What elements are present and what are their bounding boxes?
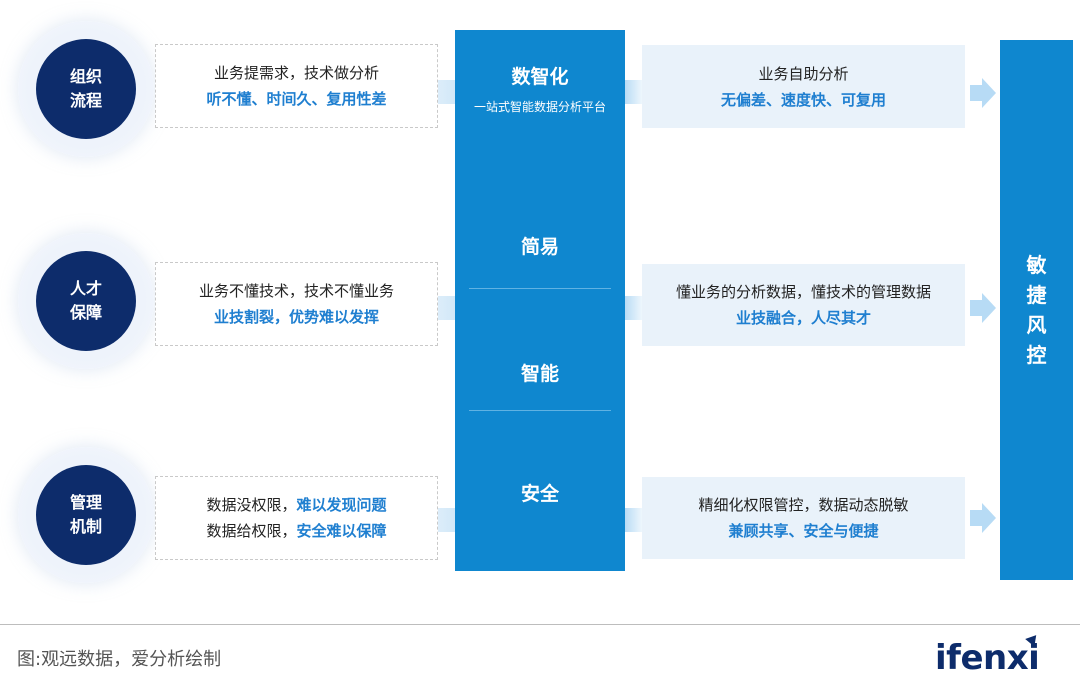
- text-line: 业务自助分析: [758, 61, 848, 87]
- center-subtitle: 一站式智能数据分析平台: [473, 100, 606, 114]
- problem-box: 业务不懂技术，技术不懂业务业技割裂，优势难以发挥: [155, 262, 438, 346]
- footer-divider: [0, 624, 1080, 625]
- circle-text: 组织: [69, 67, 102, 86]
- connector: [625, 296, 645, 320]
- circle-text: 管理: [69, 493, 102, 512]
- text-line: 兼顾共享、安全与便捷: [728, 518, 878, 544]
- right-column-char: 风: [1026, 313, 1047, 337]
- text-line: 听不懂、时间久、复用性差: [206, 86, 386, 112]
- highlight-text: 业技融合，人尽其才: [735, 309, 871, 327]
- body-text: 懂业务的分析数据，懂技术的管理数据: [675, 283, 931, 301]
- highlight-text: 听不懂、时间久、复用性差: [206, 90, 387, 108]
- benefit-box: 业务自助分析无偏差、速度快、可复用: [642, 45, 965, 128]
- center-item-secure: 安全: [520, 483, 559, 505]
- arrow-right-icon: [982, 503, 996, 533]
- problem-box: 业务提需求，技术做分析听不懂、时间久、复用性差: [155, 44, 438, 128]
- text-line: 业技融合，人尽其才: [736, 305, 871, 331]
- highlight-text: 安全难以保障: [296, 522, 387, 540]
- problem-box: 数据没权限，难以发现问题数据给权限，安全难以保障: [155, 476, 438, 560]
- connector: [625, 508, 645, 532]
- body-text: 数据给权限，: [206, 522, 297, 540]
- benefit-box: 精细化权限管控，数据动态脱敏兼顾共享、安全与便捷: [642, 477, 965, 559]
- circle-text: 人才: [69, 279, 102, 298]
- text-line: 业技割裂，优势难以发挥: [214, 304, 379, 330]
- text-line: 无偏差、速度快、可复用: [721, 87, 886, 113]
- connector: [625, 80, 645, 104]
- text-line: 数据没权限，难以发现问题: [206, 492, 386, 518]
- arrow-right-icon: [970, 85, 982, 101]
- body-text: 数据没权限，: [206, 496, 297, 514]
- body-text: 业务不懂技术，技术不懂业务: [198, 282, 394, 300]
- highlight-text: 业技割裂，优势难以发挥: [213, 308, 379, 326]
- circle-halo-mgmt: 管理 机制: [18, 447, 154, 583]
- text-line: 数据给权限，安全难以保障: [206, 518, 386, 544]
- center-platform-column: 数智化 一站式智能数据分析平台 简易 智能 安全: [455, 30, 625, 571]
- circle-org-process: 组织 流程: [36, 39, 136, 139]
- text-line: 懂业务的分析数据，懂技术的管理数据: [676, 279, 931, 305]
- right-column-char: 敏: [1026, 253, 1047, 277]
- arrow-right-icon: [970, 510, 982, 526]
- circle-text: 保障: [69, 303, 102, 322]
- circle-halo-talent: 人才 保障: [18, 233, 154, 369]
- right-column-char: 捷: [1026, 283, 1047, 307]
- body-text: 业务自助分析: [758, 64, 849, 83]
- center-item-simple: 简易: [520, 236, 559, 258]
- agile-risk-control-column: 敏 捷 风 控: [1000, 40, 1073, 580]
- circle-talent: 人才 保障: [36, 251, 136, 351]
- right-column-char: 控: [1026, 343, 1047, 367]
- arrow-right-icon: [970, 300, 982, 316]
- arrow-right-icon: [982, 78, 996, 108]
- center-item-smart: 智能: [520, 363, 559, 385]
- source-caption: 图:观远数据，爱分析绘制: [17, 649, 222, 670]
- highlight-text: 难以发现问题: [296, 496, 387, 514]
- highlight-text: 无偏差、速度快、可复用: [720, 90, 886, 109]
- divider: [469, 410, 611, 411]
- arrow-right-icon: [982, 293, 996, 323]
- benefit-box: 懂业务的分析数据，懂技术的管理数据业技融合，人尽其才: [642, 264, 965, 346]
- circle-text: 流程: [69, 91, 102, 110]
- text-line: 业务提需求，技术做分析: [214, 60, 379, 86]
- body-text: 业务提需求，技术做分析: [213, 64, 379, 82]
- text-line: 精细化权限管控，数据动态脱敏: [698, 492, 908, 518]
- circle-text: 机制: [69, 517, 102, 536]
- circle-management: 管理 机制: [36, 465, 136, 565]
- highlight-text: 兼顾共享、安全与便捷: [728, 522, 879, 540]
- divider: [469, 288, 611, 289]
- text-line: 业务不懂技术，技术不懂业务: [199, 278, 394, 304]
- ifenxi-logo: ifenxi: [935, 638, 1040, 678]
- circle-halo-org: 组织 流程: [18, 21, 154, 157]
- center-title: 数智化: [511, 66, 569, 88]
- body-text: 精细化权限管控，数据动态脱敏: [698, 496, 909, 514]
